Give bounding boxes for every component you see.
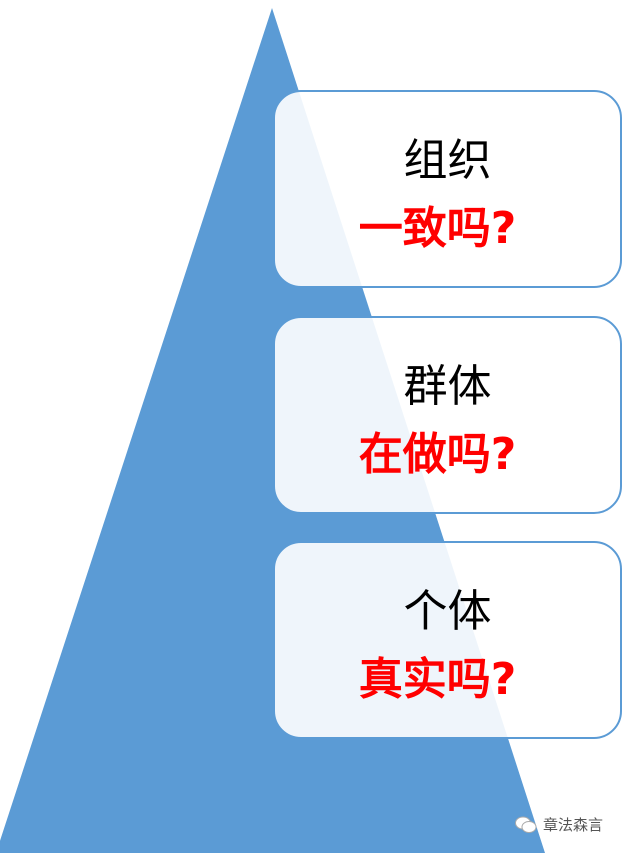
level-box-group: 群体 在做吗? xyxy=(273,316,622,514)
level-box-organization: 组织 一致吗? xyxy=(273,90,622,288)
level-title: 组织 xyxy=(403,135,492,186)
level-box-individual: 个体 真实吗? xyxy=(273,541,622,739)
watermark-text: 章法森言 xyxy=(543,816,604,834)
level-question: 一致吗? xyxy=(358,203,517,254)
level-title: 个体 xyxy=(403,586,492,637)
level-question: 在做吗? xyxy=(358,429,517,480)
level-question: 真实吗? xyxy=(358,654,517,705)
wechat-icon xyxy=(515,816,537,833)
level-title: 群体 xyxy=(403,361,492,412)
watermark: 章法森言 xyxy=(515,814,603,835)
